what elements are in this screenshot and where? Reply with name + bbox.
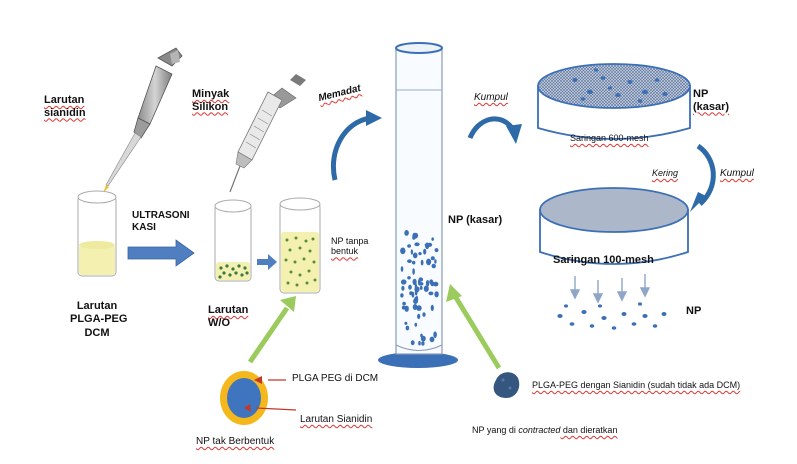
column-particle bbox=[421, 341, 425, 346]
column-particle bbox=[434, 291, 439, 298]
column-particle bbox=[414, 322, 418, 327]
column-particle bbox=[433, 281, 439, 287]
column-particles bbox=[400, 230, 439, 346]
column-particle bbox=[405, 325, 410, 331]
curved-arrow-kumpul-2 bbox=[690, 143, 716, 212]
column-particle bbox=[414, 286, 420, 293]
column-particle bbox=[425, 280, 430, 287]
column-particle bbox=[418, 340, 421, 346]
beaker-np-tanpa-bentuk bbox=[279, 197, 321, 294]
label-np-contracted: NP yang di contracted dan dieratkan bbox=[472, 425, 618, 435]
column-particle bbox=[412, 304, 418, 310]
column-particle bbox=[419, 285, 423, 290]
column-particle bbox=[412, 268, 415, 275]
syringe-icon bbox=[229, 74, 306, 193]
column-particle bbox=[434, 248, 439, 253]
column-particle bbox=[412, 252, 418, 259]
label-larutan-plga-peg-dcm: Larutan PLGA-PEG DCM bbox=[70, 300, 128, 340]
column-particle bbox=[418, 282, 424, 286]
label-kering: Kering bbox=[652, 168, 679, 178]
compact-particle bbox=[493, 372, 520, 398]
column-particle bbox=[418, 277, 424, 282]
label-np-kasar-sieve: NP(kasar) bbox=[693, 88, 730, 113]
column-particle bbox=[414, 242, 420, 247]
sieve-600-mesh bbox=[537, 63, 691, 140]
label-np-final: NP bbox=[686, 305, 702, 317]
curved-arrow-memadat bbox=[331, 110, 382, 181]
column-particle bbox=[425, 242, 430, 250]
core-shell-particle bbox=[220, 371, 297, 425]
label-plga-peg-di-dcm: PLGA PEG di DCM bbox=[292, 373, 379, 384]
column-particle bbox=[415, 295, 419, 303]
beaker-w-o bbox=[214, 199, 252, 282]
column-particle bbox=[409, 291, 413, 296]
column-cylinder bbox=[378, 42, 458, 368]
column-particle bbox=[429, 336, 435, 343]
column-particle bbox=[412, 278, 417, 286]
column-particle bbox=[418, 252, 422, 256]
beaker-plga-peg-dcm bbox=[77, 190, 117, 277]
column-particle bbox=[433, 331, 437, 339]
column-particle bbox=[407, 244, 411, 248]
label-saringan-100-mesh: Saringan 100-mesh bbox=[553, 254, 654, 266]
column-particle bbox=[402, 301, 406, 306]
step-arrow bbox=[257, 254, 277, 270]
column-particle bbox=[428, 291, 434, 296]
curved-arrow-kumpul-1 bbox=[467, 116, 522, 144]
pipette-icon bbox=[103, 47, 183, 193]
column-particle bbox=[423, 248, 427, 255]
column-particle bbox=[430, 304, 434, 311]
column-particle bbox=[412, 232, 417, 240]
column-particle bbox=[410, 340, 415, 346]
column-particle bbox=[420, 335, 426, 342]
column-particle bbox=[420, 259, 424, 266]
column-particle bbox=[416, 305, 422, 311]
sieve-100-mesh bbox=[539, 187, 689, 265]
column-particle bbox=[408, 284, 412, 290]
column-particle bbox=[407, 276, 411, 280]
column-particle bbox=[400, 266, 404, 272]
column-particle bbox=[412, 260, 416, 265]
column-particle bbox=[404, 305, 409, 310]
column-particle bbox=[410, 249, 414, 255]
column-particle bbox=[400, 279, 407, 285]
green-arrow-left bbox=[247, 296, 296, 364]
label-larutan-sianidin-core: Larutan Sianidin bbox=[300, 414, 373, 425]
column-particle bbox=[404, 230, 409, 236]
column-particle bbox=[407, 259, 412, 264]
label-plga-peg-dengan-sianidin: PLGA-PEG dengan Sianidin (sudah tidak ad… bbox=[532, 380, 741, 390]
label-np-kasar-column: NP (kasar) bbox=[448, 214, 503, 226]
column-particle bbox=[400, 293, 404, 298]
label-kumpul-2: Kumpul bbox=[720, 168, 754, 179]
column-particle bbox=[417, 313, 421, 320]
final-np-particles bbox=[557, 302, 667, 330]
label-kumpul-1: Kumpul bbox=[474, 92, 508, 103]
column-particle bbox=[422, 312, 426, 317]
column-particle bbox=[426, 258, 432, 266]
falling-arrows bbox=[569, 274, 651, 304]
column-particle bbox=[430, 256, 435, 261]
column-particle bbox=[434, 259, 437, 264]
green-arrow-right bbox=[446, 284, 502, 370]
ultrasonikasi-arrow bbox=[127, 239, 195, 267]
column-particle bbox=[404, 321, 408, 325]
column-particle bbox=[431, 263, 436, 269]
column-particle bbox=[401, 248, 404, 252]
column-particle bbox=[431, 237, 435, 241]
column-particle bbox=[401, 285, 405, 291]
label-np-tak-berbentuk: NP tak Berbentuk bbox=[196, 436, 275, 447]
label-saringan-600-mesh: Saringan 600-mesh bbox=[570, 133, 649, 143]
column-particle bbox=[423, 285, 429, 292]
